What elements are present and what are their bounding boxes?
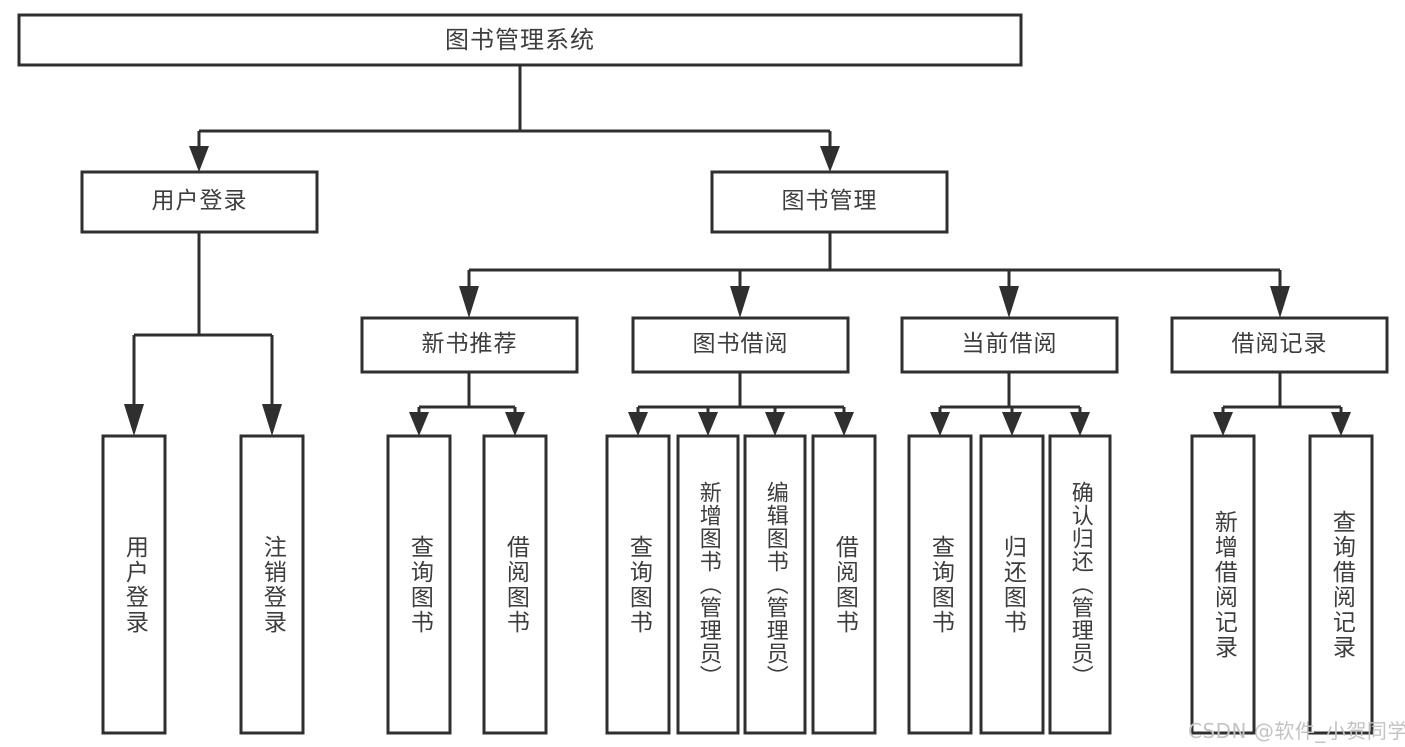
arrow-head-leaf-current-query bbox=[930, 412, 950, 436]
leaf-box-recommend-borrow[interactable] bbox=[482, 434, 548, 735]
arrow-head-current-borrow bbox=[999, 286, 1019, 318]
leaf-box-borrow-lend[interactable] bbox=[811, 434, 877, 735]
arrow-head-leaf-record-add bbox=[1213, 412, 1233, 436]
arrow-head-book-borrow bbox=[730, 286, 750, 318]
arrow-head-leaf-borrow-lend bbox=[834, 412, 854, 436]
leaf-box-current-confirm[interactable] bbox=[1048, 434, 1112, 735]
arrow-head-leaf-record-query bbox=[1331, 412, 1351, 436]
arrow-head-leaf-borrow-add bbox=[698, 412, 718, 436]
arrow-head-leaf-user-login bbox=[124, 404, 144, 436]
node-box-book-management[interactable] bbox=[710, 170, 949, 234]
arrow-head-borrow-record bbox=[1270, 286, 1290, 318]
node-box-borrow-record[interactable] bbox=[1170, 316, 1389, 374]
arrow-head-leaf-recommend-borrow bbox=[505, 412, 525, 436]
leaf-box-borrow-edit[interactable] bbox=[743, 434, 807, 735]
leaf-box-recommend-query[interactable] bbox=[386, 434, 452, 735]
arrow-head-leaf-borrow-query bbox=[628, 412, 648, 436]
leaf-box-current-query[interactable] bbox=[907, 434, 973, 735]
leaf-box-user-login-login[interactable] bbox=[101, 434, 167, 735]
arrow-head-book-management bbox=[820, 146, 840, 172]
arrow-head-leaf-logout bbox=[262, 404, 282, 436]
leaf-box-borrow-add[interactable] bbox=[676, 434, 740, 735]
node-box-root[interactable] bbox=[17, 13, 1023, 67]
arrow-head-leaf-borrow-edit bbox=[765, 412, 785, 436]
node-box-book-borrow[interactable] bbox=[631, 316, 850, 374]
leaf-box-borrow-query[interactable] bbox=[605, 434, 671, 735]
arrow-head-user-login bbox=[189, 146, 209, 172]
arrow-head-new-book-recommend bbox=[459, 286, 479, 318]
leaf-box-record-add[interactable] bbox=[1190, 434, 1256, 735]
leaf-box-current-return[interactable] bbox=[979, 434, 1045, 735]
arrow-head-leaf-recommend-query bbox=[409, 412, 429, 436]
leaf-box-user-login-logout[interactable] bbox=[239, 434, 305, 735]
arrow-head-leaf-current-confirm bbox=[1070, 412, 1090, 436]
leaf-box-record-query[interactable] bbox=[1308, 434, 1374, 735]
node-box-new-book-recommend[interactable] bbox=[360, 316, 579, 374]
node-box-current-borrow[interactable] bbox=[900, 316, 1119, 374]
arrow-head-leaf-current-return bbox=[1002, 412, 1022, 436]
node-box-user-login[interactable] bbox=[80, 170, 319, 234]
csdn-watermark: CSDN @软件_小贺同学 bbox=[1188, 719, 1405, 743]
